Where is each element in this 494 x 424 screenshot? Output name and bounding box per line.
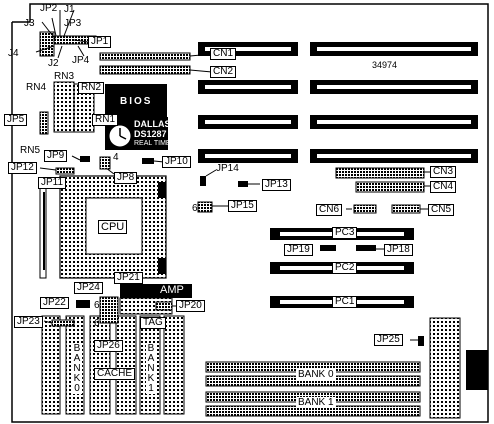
- isa-slots-left: [198, 42, 298, 163]
- label-cn5: CN5: [428, 204, 455, 216]
- label-bios: BIOS: [120, 96, 153, 107]
- label-jp1: JP1: [88, 36, 112, 48]
- label-jp2: JP2: [40, 3, 58, 14]
- board-id: 34974: [372, 60, 398, 70]
- label-jp5: JP5: [4, 114, 28, 126]
- label-pin6-jp22: 6: [94, 300, 100, 311]
- label-jp18: JP18: [384, 244, 413, 256]
- label-bank0: BANK 0: [296, 369, 336, 380]
- label-cn2: CN2: [210, 66, 237, 78]
- label-bank1-vertical: BANK1: [146, 343, 156, 394]
- label-jp25: JP25: [374, 334, 403, 346]
- label-j2: J2: [48, 58, 59, 69]
- label-real-time: REAL TIME: [134, 140, 171, 147]
- label-jp10: JP10: [162, 156, 191, 168]
- label-jp12: JP12: [8, 162, 37, 174]
- label-jp11: JP11: [38, 177, 67, 189]
- label-amp: AMP: [160, 284, 184, 296]
- label-jp9: JP9: [44, 150, 68, 162]
- label-rn4: RN4: [26, 82, 47, 93]
- label-rn1: RN1: [92, 114, 119, 126]
- label-jp19: JP19: [284, 244, 313, 256]
- label-j3: J3: [24, 18, 35, 29]
- label-pc2: PC2: [332, 262, 358, 274]
- label-ds1287: DS1287: [134, 129, 167, 139]
- label-dallas: DALLAS: [134, 119, 171, 129]
- label-bank1: BANK 1: [296, 397, 336, 408]
- label-rn5: RN5: [20, 145, 41, 156]
- label-j1: J1: [64, 4, 75, 15]
- label-pin6-jp15: 6: [192, 203, 198, 214]
- label-rn2: RN2: [78, 82, 105, 94]
- label-jp24: JP24: [74, 282, 103, 294]
- label-jp21: JP21: [114, 272, 143, 284]
- isa-slots-right: [310, 42, 478, 163]
- label-jp14: JP14: [216, 163, 239, 174]
- label-bank0-vertical: BANK0: [72, 343, 82, 394]
- label-jp22: JP22: [40, 297, 69, 309]
- label-jp26: JP26: [94, 340, 123, 352]
- label-j4: J4: [8, 48, 19, 59]
- label-tag: TAG: [140, 317, 166, 329]
- label-jp20: JP20: [176, 300, 205, 312]
- label-jp23: JP23: [14, 316, 43, 328]
- label-jp8: JP8: [114, 172, 138, 184]
- label-cn4: CN4: [430, 181, 457, 193]
- label-jp3: JP3: [64, 18, 82, 29]
- label-cn3: CN3: [430, 166, 457, 178]
- label-jp15: JP15: [228, 200, 257, 212]
- label-jp13: JP13: [262, 179, 291, 191]
- label-rn3: RN3: [54, 71, 75, 82]
- label-jp4: JP4: [72, 55, 90, 66]
- label-pin6-jp23: 6: [94, 318, 100, 329]
- label-cn6: CN6: [316, 204, 343, 216]
- label-pc3: PC3: [332, 227, 358, 239]
- label-pc1: PC1: [332, 296, 358, 308]
- label-cn1: CN1: [210, 48, 237, 60]
- label-cpu: CPU: [98, 220, 128, 234]
- label-pin4: 4: [113, 152, 119, 163]
- label-cache: CACHE: [94, 368, 136, 380]
